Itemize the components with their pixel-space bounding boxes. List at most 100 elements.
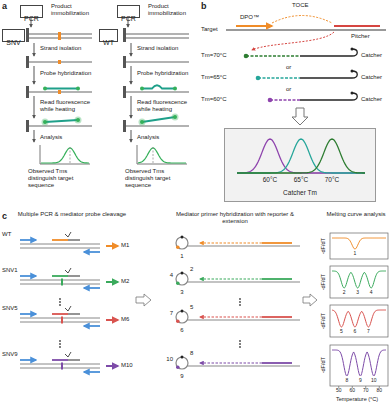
fluor-glow [139, 119, 146, 126]
panel-letter: b [201, 1, 207, 11]
chart-frame [330, 305, 388, 337]
tick-label: 60 [346, 388, 358, 394]
dna-strand [126, 61, 189, 62]
pitcher [334, 25, 380, 27]
row-label: WT [2, 231, 11, 238]
melt-curve [332, 271, 386, 288]
primer [84, 287, 100, 289]
dna-strand [20, 368, 100, 369]
hairpin-loop [176, 273, 188, 285]
extension [270, 99, 300, 101]
part-label: Catcher [361, 52, 382, 59]
part-label: TOCE [292, 2, 309, 9]
mediator-primer [262, 316, 292, 318]
primer [20, 359, 36, 361]
part-label: Catcher [361, 74, 382, 81]
sample-tag: SNV [2, 29, 25, 42]
callout-number: 9 [178, 373, 186, 380]
tm-marker [70, 147, 71, 164]
support-bar [26, 86, 29, 98]
or-label: or [286, 86, 291, 93]
callout-number: 7 [163, 310, 173, 317]
tm-label: Tm=60°C [201, 96, 227, 103]
primer [20, 275, 36, 277]
fluor-dot [176, 245, 180, 249]
peak-label: 60°C [258, 176, 282, 183]
chart-frame [330, 345, 388, 386]
flow-arrow [131, 130, 132, 142]
fluor-dot [176, 319, 180, 323]
row-label: SNV9 [2, 351, 18, 358]
peak-label: 65°C [289, 176, 313, 183]
reporter-strand [188, 319, 301, 320]
mediator-flap [52, 359, 68, 361]
dna-strand [29, 125, 92, 126]
melt-peak [237, 139, 365, 173]
callout-number: 2 [190, 266, 200, 273]
extension [200, 278, 262, 279]
axis [137, 164, 187, 165]
chart-frame [330, 266, 388, 298]
fluor-glow [42, 119, 49, 126]
ellipsis-dot [239, 301, 241, 303]
mediator-fragment [106, 365, 118, 367]
flow-arrow [34, 96, 35, 118]
step-label: Read fluorescence while heating [40, 99, 95, 113]
axis-label: -dF/dT [320, 345, 326, 385]
ellipsis-dot [59, 298, 61, 300]
probe [68, 359, 80, 361]
column-heading: Mediator primer hybridization with repor… [170, 211, 300, 225]
extension [258, 77, 300, 79]
callout-number: 5 [190, 304, 200, 311]
axis-label: Temperature (°C) [326, 396, 388, 402]
process-box: PCR [117, 5, 140, 18]
step-label: Analysis [137, 134, 192, 141]
callout-number: 4 [163, 272, 173, 279]
flow-arrow [34, 66, 35, 84]
callout-number: 1 [178, 253, 186, 260]
melt-curve [41, 148, 89, 163]
cleavage-mark [65, 268, 71, 273]
catcher-strand [300, 55, 352, 56]
ellipsis-dot [239, 346, 241, 348]
step-label: Observed Tms distinguish target sequence [125, 168, 191, 189]
snv-mark [61, 317, 63, 324]
hairpin-loop [176, 237, 188, 249]
fluor-dot [76, 87, 80, 91]
dpo-primer [236, 25, 272, 27]
melt-peak [237, 139, 365, 173]
panel-letter: c [2, 211, 7, 221]
probe [45, 120, 78, 122]
fluor-dot [173, 115, 177, 119]
fluor-dot [256, 76, 261, 81]
ellipsis-dot [59, 304, 61, 306]
ellipsis-dot [239, 298, 241, 300]
fluor-dot [76, 118, 80, 122]
fluor-dot [268, 98, 273, 103]
ellipsis-dot [59, 301, 61, 303]
axis [137, 145, 138, 164]
primer [84, 371, 100, 373]
flow-arrow [131, 66, 132, 84]
probe [68, 239, 80, 241]
step-label: Probe hybridization [40, 70, 96, 77]
dna-strand [20, 318, 100, 319]
sample-tag: WT [99, 29, 118, 42]
axis-label: -dF/dT [320, 262, 326, 302]
dna-strand [126, 125, 189, 126]
probe [68, 313, 80, 315]
quencher-dot [181, 310, 184, 313]
peak-number: 4 [367, 290, 375, 296]
melt-curve [332, 350, 386, 376]
dna-strand [126, 91, 189, 92]
panel-letter: a [2, 1, 7, 11]
primer [84, 325, 100, 327]
ellipsis-dot [59, 343, 61, 345]
axis-label: Catcher Tm [225, 189, 375, 196]
fluor-dot [43, 120, 47, 124]
row-label: SNV1 [2, 267, 18, 274]
part-label: Catcher [361, 96, 382, 103]
dna-strand [20, 284, 100, 285]
ellipsis-dot [239, 343, 241, 345]
mediator-label: M10 [121, 362, 133, 369]
